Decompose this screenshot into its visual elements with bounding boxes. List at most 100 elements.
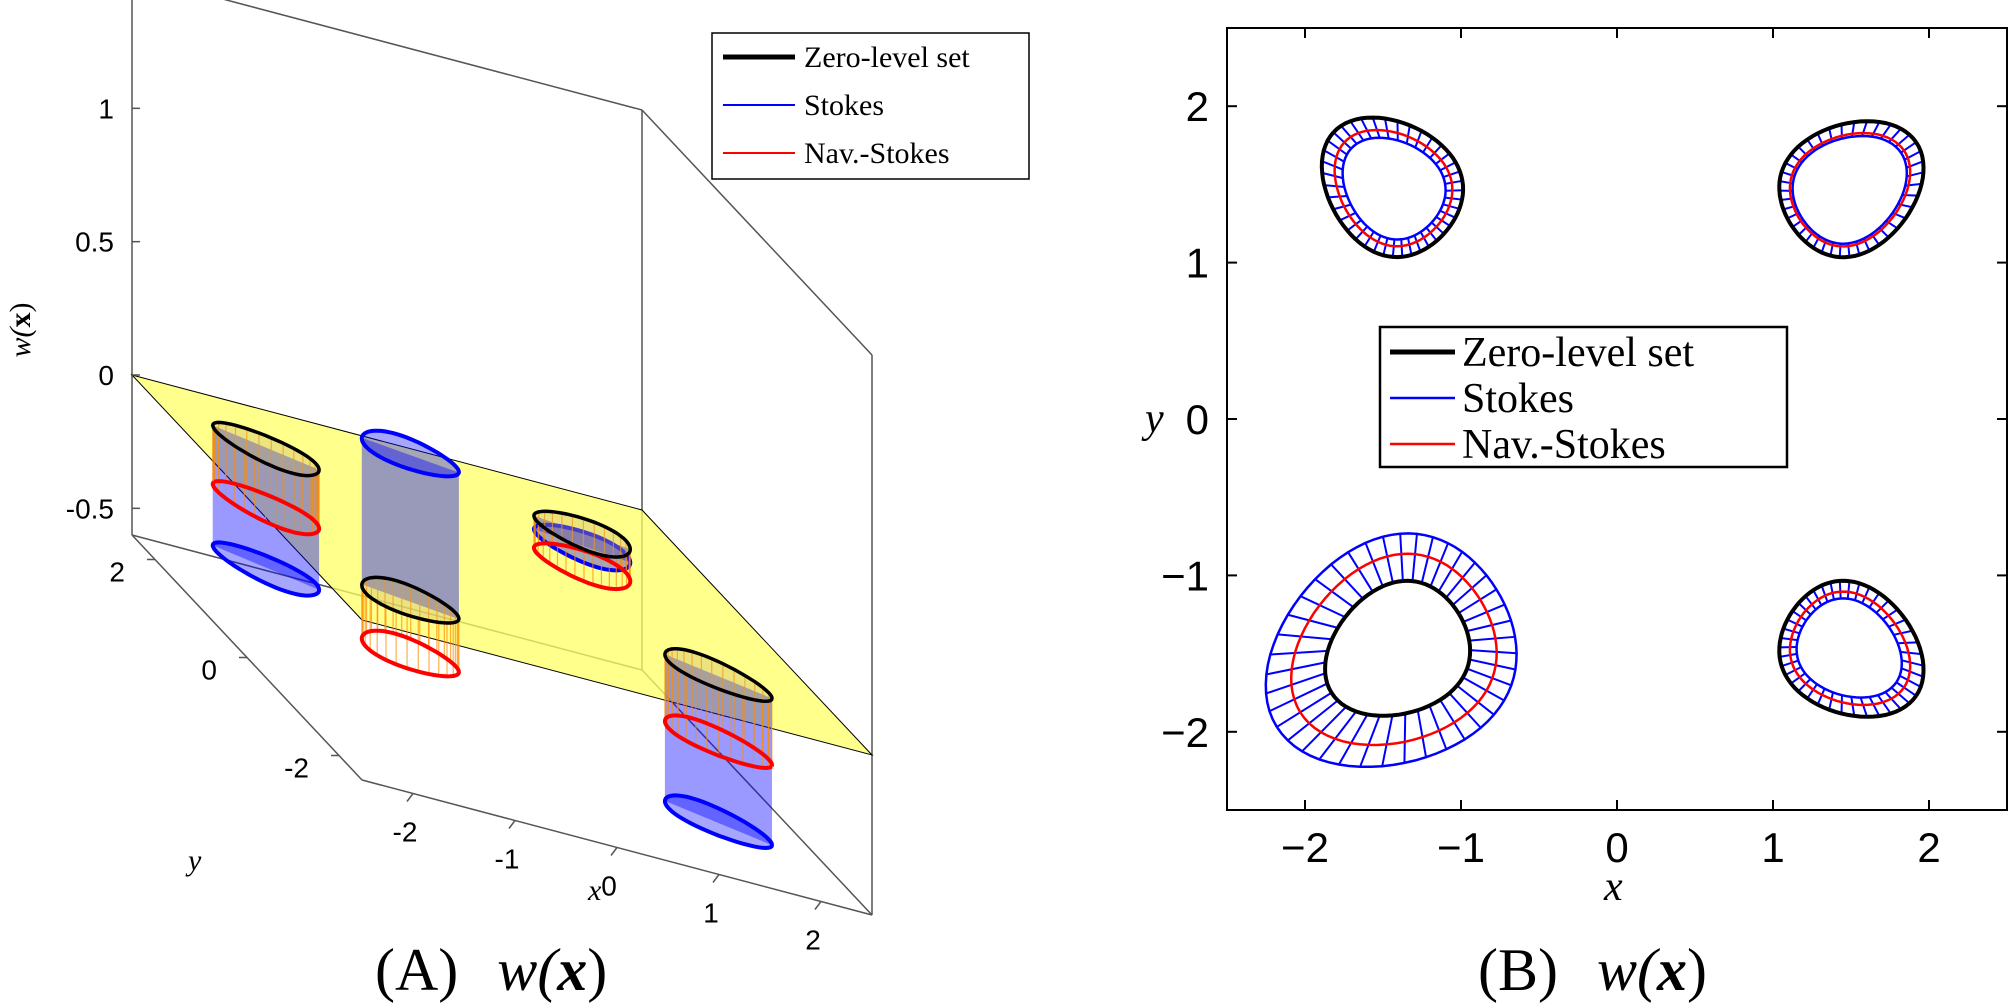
stokes-connector [1797, 678, 1812, 693]
panel-a-caption-close: ) [587, 937, 607, 1003]
stokes-connector [1875, 599, 1890, 614]
stokes-connector [1435, 216, 1451, 227]
legend-label: Stokes [804, 89, 884, 122]
y-tick-label: -2 [284, 753, 309, 784]
stokes-connector [1786, 618, 1803, 628]
stokes-connector [1846, 581, 1851, 599]
box-edge [641, 669, 873, 916]
panel-b-caption-func: w( [1597, 937, 1661, 1003]
zero-level-curve [1319, 115, 1466, 260]
stokes-connector [1448, 692, 1482, 729]
x-tick-mark [814, 901, 822, 910]
legend-label: Nav.-Stokes [1462, 422, 1666, 468]
stokes-connector [1469, 635, 1516, 642]
stokes-connector [1779, 652, 1798, 658]
stokes-connector [1324, 184, 1345, 189]
stokes-connector [1884, 691, 1902, 710]
stokes-connector [1371, 117, 1381, 139]
y-tick-label: 2 [1186, 83, 1209, 130]
x-tick-label: 0 [601, 871, 617, 902]
stokes-connector [1269, 682, 1328, 713]
panel-a-inclusion [531, 509, 633, 592]
stokes-connector [1428, 705, 1448, 750]
stokes-connector [1854, 583, 1861, 601]
navstokes-curve [1788, 131, 1912, 248]
stokes-connector [1850, 696, 1856, 717]
x-tick-label: −2 [1281, 824, 1329, 871]
x-tick-mark [610, 847, 618, 856]
stokes-connector [1444, 196, 1463, 201]
x-tick-label: 1 [1761, 824, 1784, 871]
panel-b-inclusion [1319, 115, 1466, 260]
stokes-connector [1266, 661, 1326, 676]
x-tick-mark [406, 793, 414, 802]
stokes-connector [1452, 574, 1488, 606]
stokes-connector [1339, 211, 1357, 222]
stokes-connector [1445, 562, 1476, 599]
stokes-connector [1391, 239, 1396, 258]
x-tick-label: -2 [393, 817, 418, 848]
stokes-connector [1327, 194, 1348, 199]
panel-b-inclusion [1777, 578, 1926, 719]
z-tick-label: 1 [98, 93, 114, 124]
stokes-connector [1363, 231, 1375, 247]
stokes-connector [1338, 713, 1369, 766]
stokes-connector [1429, 542, 1449, 587]
stokes-connector [1327, 139, 1348, 156]
stokes-connector [1901, 667, 1924, 678]
stokes-connector [1893, 629, 1913, 636]
panel-b-inclusions [1264, 115, 1926, 769]
stokes-connector [1820, 585, 1829, 603]
stokes-connector [1829, 582, 1835, 600]
stokes-connector [1287, 613, 1339, 629]
stokes-connector [1868, 592, 1880, 608]
stokes-connector [1425, 226, 1438, 242]
stokes-connector [1411, 533, 1418, 582]
stokes-connector [1895, 681, 1917, 697]
legend-label: Nav.-Stokes [804, 137, 950, 170]
stokes-curve [359, 428, 461, 479]
stokes-connector [1384, 118, 1390, 139]
stokes-connector [1399, 533, 1404, 582]
stokes-connector [1400, 239, 1404, 257]
stokes-curve [210, 540, 322, 598]
z-tick-label: -0.5 [66, 493, 114, 524]
stokes-connector [1330, 563, 1364, 600]
stokes-connector [1346, 219, 1362, 232]
stokes-connector [1439, 209, 1456, 219]
stokes-connector [1354, 225, 1368, 240]
panel-a-caption: (A) w(x) [375, 937, 607, 1003]
panel-b-inclusion [1777, 119, 1926, 260]
stokes-connector [1430, 221, 1445, 235]
y-tick-label: −2 [1161, 709, 1209, 756]
stokes-connector [1457, 588, 1497, 615]
stokes-connector [1900, 650, 1922, 656]
zero-level-curve [1777, 578, 1926, 719]
stokes-connector [1444, 179, 1463, 185]
stokes-connector [1287, 699, 1339, 742]
stokes-connector [1812, 589, 1823, 606]
stokes-connector [1277, 633, 1333, 641]
navstokes-curve [359, 628, 461, 679]
navstokes-curve [531, 541, 633, 592]
panel-a-inclusion [359, 428, 461, 679]
stokes-connector [1416, 710, 1428, 758]
z-tick-label: 0.5 [75, 227, 114, 258]
stokes-connector [1806, 683, 1818, 700]
stokes-connector [1442, 203, 1460, 210]
panel-a-inclusions [210, 420, 775, 851]
y-tick-label: 1 [1186, 240, 1209, 287]
x-tick-label: 2 [1917, 824, 1940, 871]
legend-label: Zero-level set [1462, 330, 1694, 376]
box-edge [641, 109, 873, 356]
stokes-connector [1838, 580, 1842, 599]
stokes-connector [1265, 672, 1326, 695]
stokes-connector [1790, 672, 1806, 685]
stokes-curve [662, 793, 775, 851]
stokes-connector [1828, 692, 1834, 710]
stokes-connector [1419, 231, 1430, 248]
